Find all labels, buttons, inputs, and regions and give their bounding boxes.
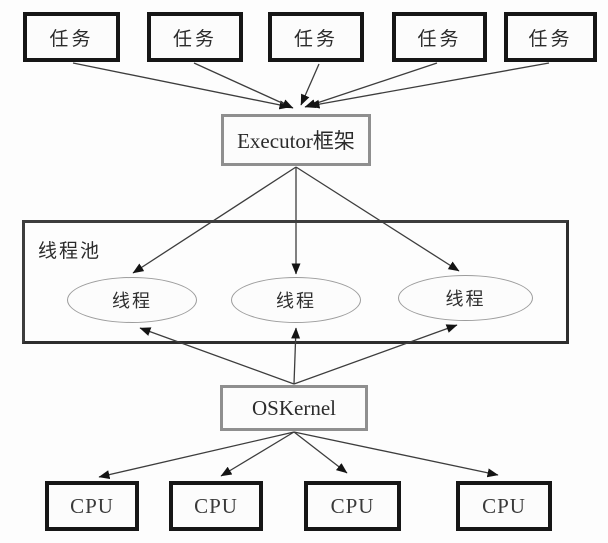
- thread-node-3: 线程: [398, 275, 533, 321]
- task-node-1: 任务: [23, 12, 120, 62]
- thread-node-3-label: 线程: [445, 289, 486, 309]
- cpu-node-2-label: CPU: [194, 493, 238, 518]
- arrow-kernel-cpu4: [293, 431, 499, 478]
- thread-pool-label: 线程池: [38, 241, 102, 262]
- os-kernel-node: OSKernel: [220, 385, 368, 431]
- executor-framework-label: Executor框架: [237, 129, 355, 153]
- task-node-5-label: 任务: [528, 28, 573, 50]
- arrow-task1-executor: [72, 62, 291, 110]
- thread-node-2: 线程: [231, 277, 361, 323]
- task-node-3-label: 任务: [293, 28, 338, 50]
- task-node-2: 任务: [147, 12, 243, 62]
- task-node-4-label: 任务: [417, 28, 462, 50]
- thread-node-2-label: 线程: [276, 291, 316, 311]
- cpu-node-3-label: CPU: [330, 493, 375, 518]
- task-node-2-label: 任务: [172, 28, 217, 50]
- cpu-node-1: CPU: [45, 481, 139, 531]
- os-kernel-label: OSKernel: [252, 395, 336, 420]
- arrow-task3-executor: [300, 63, 320, 106]
- arrow-kernel-cpu2: [220, 431, 295, 477]
- executor-framework-node: Executor框架: [221, 114, 371, 166]
- arrow-kernel-cpu3: [293, 431, 348, 474]
- thread-node-1: 线程: [67, 277, 197, 323]
- arrow-kernel-cpu1: [98, 431, 295, 480]
- cpu-node-4-label: CPU: [482, 493, 526, 518]
- arrow-task2-executor: [193, 62, 294, 109]
- task-node-4: 任务: [392, 12, 487, 62]
- cpu-node-3: CPU: [304, 481, 401, 531]
- cpu-node-4: CPU: [456, 481, 552, 531]
- cpu-node-1-label: CPU: [70, 493, 114, 518]
- task-node-1-label: 任务: [49, 28, 94, 50]
- task-node-3: 任务: [268, 12, 364, 62]
- arrow-task4-executor: [304, 62, 438, 108]
- task-node-5: 任务: [504, 12, 597, 62]
- cpu-node-2: CPU: [169, 481, 263, 531]
- arrow-task5-executor: [308, 62, 550, 109]
- thread-node-1-label: 线程: [112, 291, 152, 311]
